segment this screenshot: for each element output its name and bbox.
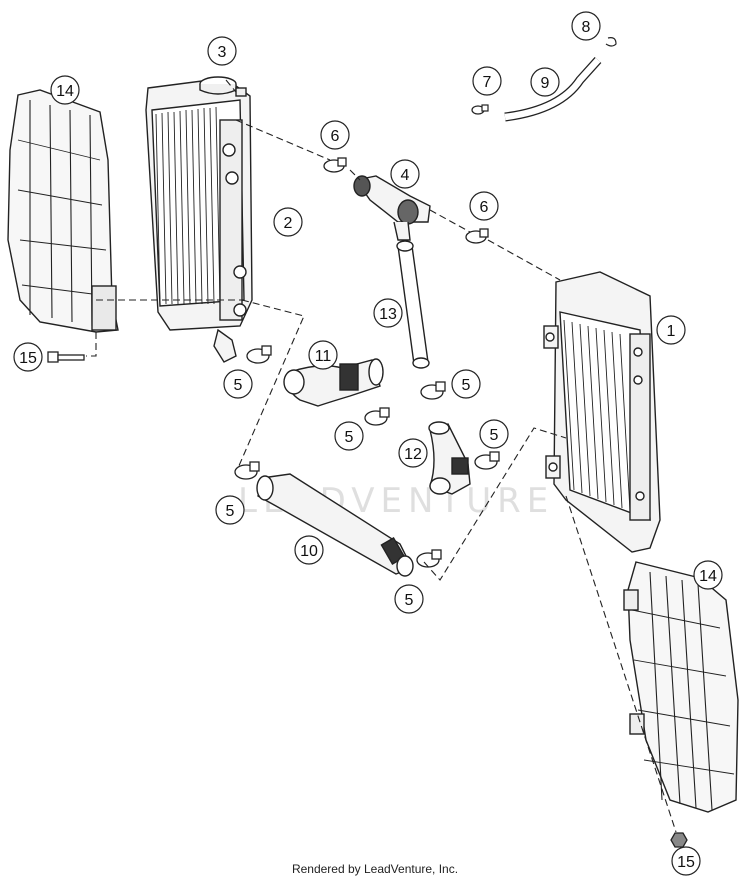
- svg-text:5: 5: [462, 377, 471, 394]
- callout-15: 15: [671, 846, 701, 876]
- left-radiator: [145, 76, 253, 363]
- svg-text:5: 5: [345, 429, 354, 446]
- svg-text:12: 12: [404, 446, 422, 463]
- callout-4: 4: [390, 159, 420, 189]
- svg-text:3: 3: [218, 44, 227, 61]
- svg-text:14: 14: [56, 83, 74, 100]
- right-radiator-shroud: [623, 561, 739, 813]
- callout-5: 5: [479, 419, 509, 449]
- footer-credit: Rendered by LeadVenture, Inc.: [291, 862, 459, 876]
- svg-text:5: 5: [405, 592, 414, 609]
- svg-text:2: 2: [284, 215, 293, 232]
- callout-12: 12: [398, 438, 428, 468]
- callout-1: 1: [656, 315, 686, 345]
- svg-text:6: 6: [480, 199, 489, 216]
- callout-5: 5: [223, 369, 253, 399]
- overflow-hose: [504, 56, 602, 122]
- reference-lines: [86, 79, 677, 833]
- hose-11: [283, 358, 384, 407]
- hose-12: [428, 421, 471, 495]
- bolt-15-left: [47, 351, 85, 363]
- svg-text:14: 14: [699, 568, 717, 585]
- svg-text:9: 9: [541, 75, 550, 92]
- callout-5: 5: [451, 369, 481, 399]
- callout-14: 14: [693, 560, 723, 590]
- callout-7: 7: [472, 66, 502, 96]
- callout-5: 5: [394, 584, 424, 614]
- hose-10: [256, 473, 414, 577]
- svg-text:5: 5: [226, 503, 235, 520]
- callout-8: 8: [571, 11, 601, 41]
- callout-5: 5: [215, 495, 245, 525]
- svg-text:6: 6: [331, 128, 340, 145]
- svg-text:13: 13: [379, 306, 397, 323]
- svg-text:5: 5: [234, 377, 243, 394]
- svg-text:11: 11: [315, 348, 332, 365]
- hose-clamp: [323, 157, 489, 244]
- callout-11: 11: [308, 340, 338, 370]
- callout-10: 10: [294, 535, 324, 565]
- svg-text:8: 8: [582, 19, 591, 36]
- callout-5: 5: [334, 421, 364, 451]
- callout-9: 9: [530, 67, 560, 97]
- svg-text:10: 10: [300, 543, 318, 560]
- callout-14: 14: [50, 75, 80, 105]
- callout-6: 6: [320, 120, 350, 150]
- svg-text:1: 1: [667, 323, 676, 340]
- hose-connector: [353, 175, 431, 241]
- hose-clamp-5: [234, 345, 500, 568]
- long-tube: [396, 240, 430, 369]
- svg-text:15: 15: [19, 350, 37, 367]
- nut-15-right: [670, 832, 688, 848]
- svg-text:5: 5: [490, 427, 499, 444]
- left-radiator-shroud: [7, 89, 119, 333]
- svg-text:4: 4: [401, 167, 410, 184]
- callouts: 1 2 3 4 5 5 5 5 5 5 6 6 7 8 9 10 11 12 1…: [13, 11, 723, 876]
- right-radiator: [543, 271, 661, 553]
- svg-text:15: 15: [677, 854, 695, 871]
- small-clamp: [471, 37, 617, 115]
- callout-13: 13: [373, 298, 403, 328]
- callout-6: 6: [469, 191, 499, 221]
- callout-2: 2: [273, 207, 303, 237]
- svg-text:7: 7: [483, 74, 492, 91]
- callout-15: 15: [13, 342, 43, 372]
- callout-3: 3: [207, 36, 237, 66]
